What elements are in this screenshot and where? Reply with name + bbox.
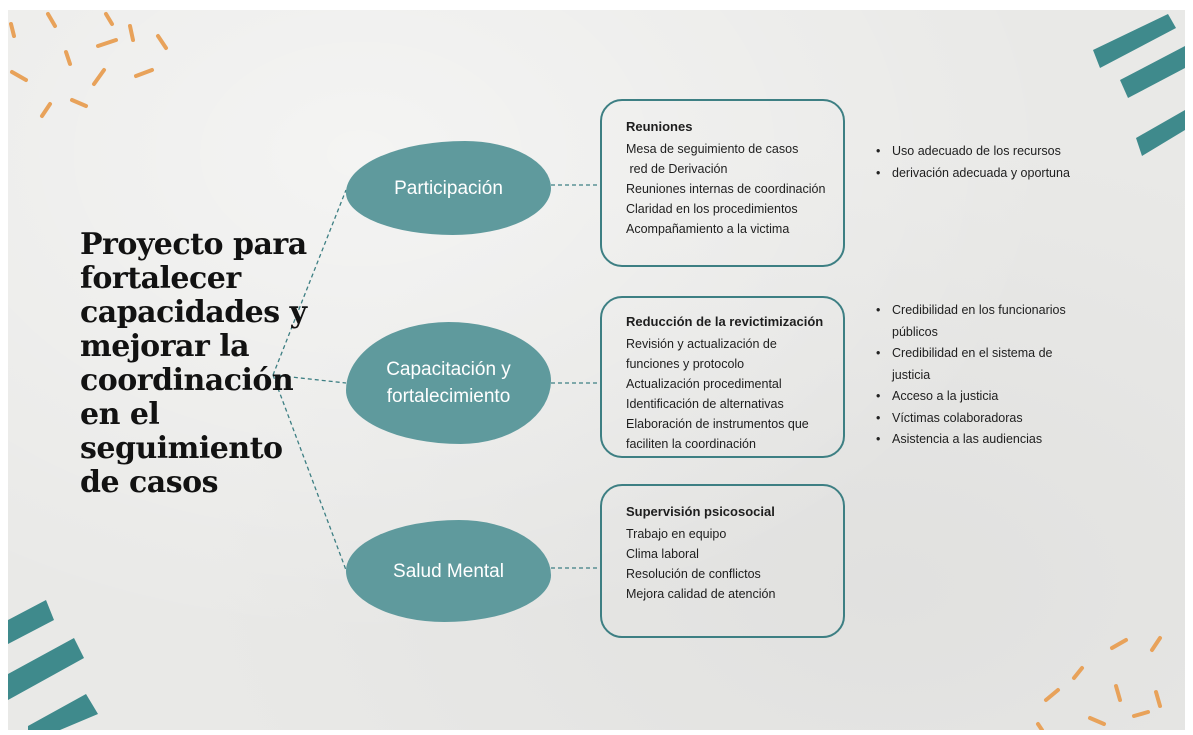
branch-capacitacion: Capacitación y fortalecimiento bbox=[346, 322, 551, 444]
box-heading: Supervisión psicosocial bbox=[626, 504, 775, 519]
confetti-bottom-right bbox=[1036, 636, 1162, 730]
outcome-item: Víctimas colaboradoras bbox=[874, 408, 1089, 430]
box-item: Claridad en los procedimientos bbox=[626, 202, 798, 216]
box-item: Identificación de alternativas bbox=[626, 397, 784, 411]
box-reuniones: Reuniones Mesa de seguimiento de casos r… bbox=[600, 99, 845, 267]
title-line: fortalecer bbox=[80, 261, 241, 296]
outcome-item: derivación adecuada y oportuna bbox=[874, 163, 1089, 185]
title-line: Proyecto para bbox=[80, 227, 307, 262]
box-item: Elaboración de instrumentos que bbox=[626, 417, 809, 431]
decorations bbox=[8, 12, 1185, 730]
branch-label: Capacitación y bbox=[386, 359, 511, 380]
box-item: Mejora calidad de atención bbox=[626, 587, 776, 601]
outcome-item: Uso adecuado de los recursos bbox=[874, 141, 1089, 163]
title-line: mejorar la bbox=[80, 329, 250, 364]
outcome-item: Credibilidad en los funcionarios público… bbox=[874, 300, 1089, 343]
box-items: Mesa de seguimiento de casos red de Deri… bbox=[626, 139, 843, 239]
box-items: Trabajo en equipo Clima laboral Resoluci… bbox=[626, 524, 843, 604]
title-line: capacidades y bbox=[80, 295, 307, 330]
branch-salud-mental: Salud Mental bbox=[346, 520, 551, 622]
branch-label: Salud Mental bbox=[393, 560, 504, 582]
stripes-top-right bbox=[1093, 14, 1185, 156]
box-item: Actualización procedimental bbox=[626, 377, 782, 391]
box-item: Mesa de seguimiento de casos bbox=[626, 142, 799, 156]
connector-lines bbox=[272, 184, 600, 571]
outcome-item: Credibilidad en el sistema de justicia bbox=[874, 343, 1089, 386]
box-item: funciones y protocolo bbox=[626, 357, 745, 371]
confetti-top-left bbox=[9, 12, 168, 118]
title-line: coordinación bbox=[80, 363, 294, 398]
outcomes-capacitacion: Credibilidad en los funcionarios público… bbox=[874, 300, 1089, 451]
connector-title-participacion bbox=[272, 189, 347, 376]
title-line: de casos bbox=[80, 465, 219, 500]
slide: Proyecto para fortalecer capacidades y m… bbox=[8, 10, 1185, 730]
box-reduccion-revictimizacion: Reducción de la revictimización Revisión… bbox=[600, 296, 845, 458]
box-heading: Reuniones bbox=[626, 119, 693, 134]
title-line: seguimiento bbox=[80, 431, 283, 466]
box-item: Trabajo en equipo bbox=[626, 527, 727, 541]
connector-title-capacitacion bbox=[272, 374, 347, 384]
branch-label: Participación bbox=[394, 177, 503, 199]
main-title: Proyecto para fortalecer capacidades y m… bbox=[80, 228, 310, 500]
box-item: Reuniones internas de coordinación bbox=[626, 182, 826, 196]
box-supervision-psicosocial: Supervisión psicosocial Trabajo en equip… bbox=[600, 484, 845, 638]
title-line: en el bbox=[80, 397, 160, 432]
box-item: Resolución de conflictos bbox=[626, 567, 761, 581]
box-item: faciliten la coordinación bbox=[626, 437, 756, 451]
box-item: red de Derivación bbox=[626, 162, 728, 176]
outcomes-participacion: Uso adecuado de los recursos derivación … bbox=[874, 141, 1089, 184]
box-item: Clima laboral bbox=[626, 547, 699, 561]
outcome-item: Asistencia a las audiencias bbox=[874, 429, 1089, 451]
outcome-item: Acceso a la justicia bbox=[874, 386, 1089, 408]
box-heading: Reducción de la revictimización bbox=[626, 314, 824, 329]
box-items: Revisión y actualización de funciones y … bbox=[626, 334, 843, 454]
stripes-bottom-left bbox=[8, 600, 98, 730]
branch-participacion: Participación bbox=[346, 141, 551, 235]
box-item: Revisión y actualización de bbox=[626, 337, 777, 351]
box-item: Acompañamiento a la victima bbox=[626, 222, 790, 236]
branch-label: fortalecimiento bbox=[386, 386, 511, 407]
